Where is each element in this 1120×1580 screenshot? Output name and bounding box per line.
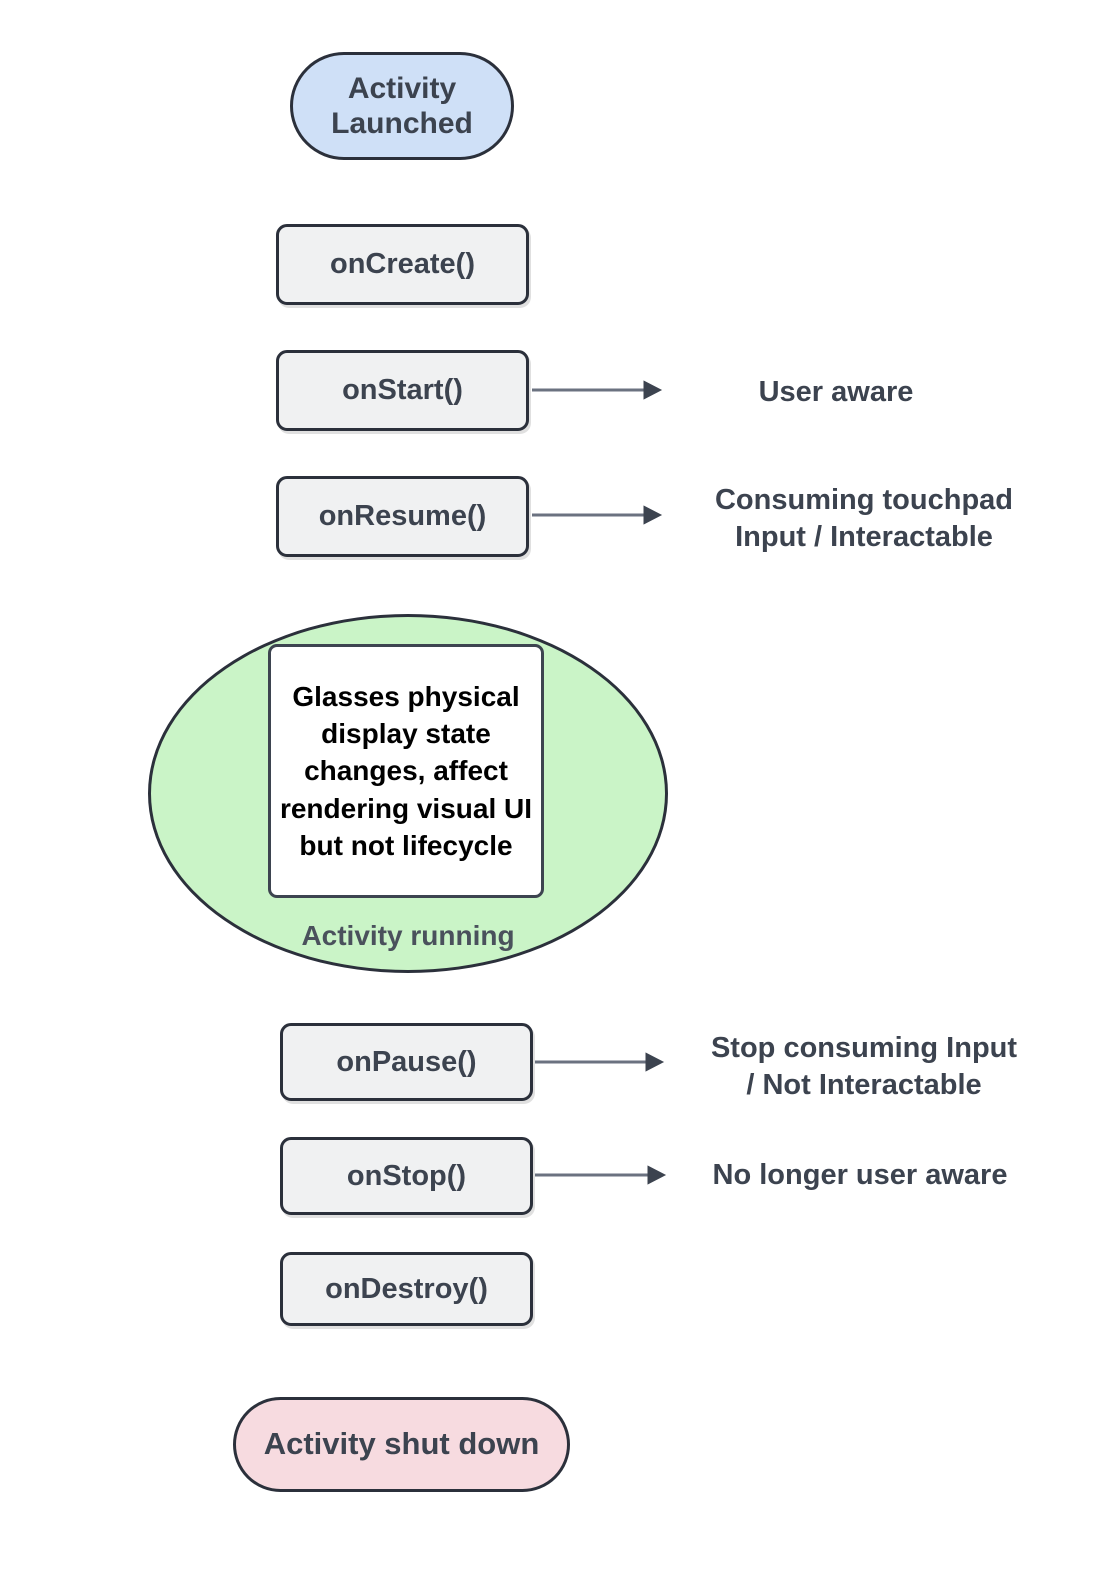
annotation-stop-consuming-input: Stop consuming Input / Not Interactable [710, 1032, 1018, 1102]
state-activity-running-label: Activity running [301, 920, 515, 951]
callback-onpause[interactable]: onPause() [280, 1023, 533, 1101]
annotation-user-aware: User aware [758, 376, 914, 408]
callback-onstart[interactable]: onStart() [276, 350, 529, 431]
state-activity-launched[interactable]: Activity Launched [290, 52, 514, 160]
callback-oncreate[interactable]: onCreate() [276, 224, 529, 305]
callback-ondestroy[interactable]: onDestroy() [280, 1252, 533, 1326]
callback-onresume[interactable]: onResume() [276, 476, 529, 557]
annotation-consuming-touchpad-input: Consuming touchpad Input / Interactable [714, 484, 1014, 554]
note-glasses-display-state: Glasses physical display state changes, … [268, 644, 544, 898]
callback-onstop[interactable]: onStop() [280, 1137, 533, 1215]
annotation-no-longer-user-aware: No longer user aware [712, 1159, 1008, 1191]
state-activity-shut-down[interactable]: Activity shut down [233, 1397, 570, 1492]
